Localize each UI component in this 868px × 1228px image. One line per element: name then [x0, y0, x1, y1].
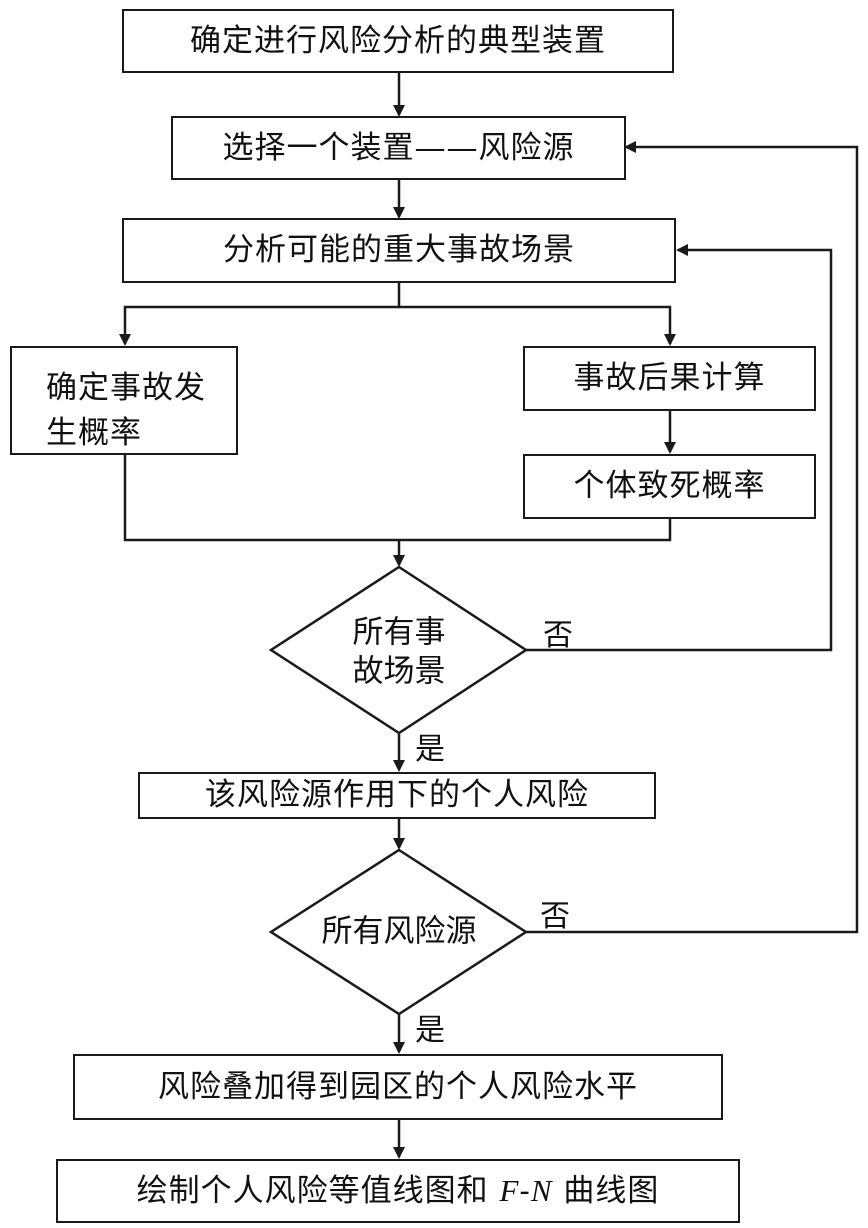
step-select-typical-units: 确定进行风险分析的典型装置	[122, 9, 674, 73]
step-choose-unit: 选择一个装置——风险源	[171, 116, 626, 180]
step-accident-probability: 确定事故发 生概率	[10, 346, 238, 455]
sources-no-label: 否	[540, 899, 570, 934]
sources-yes-label: 是	[415, 1013, 445, 1048]
connector-merge-right	[399, 519, 672, 542]
final-suffix: 曲线图	[552, 1172, 660, 1209]
loop-sources-no	[526, 141, 859, 934]
step-analyze-scenarios-text: 分析可能的重大事故场景	[223, 232, 575, 269]
step-select-typical-units-text: 确定进行风险分析的典型装置	[190, 22, 606, 59]
step-individual-risk-source: 该风险源作用下的个人风险	[138, 772, 656, 819]
connector-analyze-split	[119, 283, 401, 346]
step-choose-unit-text: 选择一个装置——风险源	[222, 129, 575, 166]
decision-all-scenarios-label: 所有事 故场景	[352, 614, 446, 689]
step-fatality-probability: 个体致死概率	[523, 454, 816, 519]
loop-scenarios-no	[526, 244, 833, 652]
step-park-individual-risk: 风险叠加得到园区的个人风险水平	[73, 1054, 723, 1120]
step-consequence-calc-text: 事故后果计算	[573, 360, 766, 397]
step-fatality-probability-text: 个体致死概率	[573, 468, 766, 505]
final-var-n: N	[530, 1172, 553, 1208]
final-dash: -	[519, 1172, 531, 1209]
step-analyze-scenarios: 分析可能的重大事故场景	[122, 218, 676, 283]
step-park-individual-risk-text: 风险叠加得到园区的个人风险水平	[158, 1068, 638, 1105]
step-accident-probability-text: 确定事故发 生概率	[46, 370, 206, 451]
final-prefix: 绘制个人风险等值线图和	[136, 1172, 500, 1209]
step-final-plots: 绘制个人风险等值线图和 F-N 曲线图	[56, 1159, 740, 1223]
step-consequence-calc: 事故后果计算	[523, 346, 816, 411]
connector-merge-left	[123, 455, 399, 542]
step-individual-risk-source-text: 该风险源作用下的个人风险	[205, 777, 589, 814]
scenarios-yes-label: 是	[415, 732, 445, 767]
final-var-f: F	[499, 1172, 520, 1208]
connector-analyze-split-right	[399, 305, 676, 346]
decision-all-sources-label: 所有风险源	[321, 913, 477, 950]
scenarios-no-label: 否	[543, 618, 573, 653]
step-final-plots-text: 绘制个人风险等值线图和 F-N 曲线图	[137, 1171, 660, 1211]
